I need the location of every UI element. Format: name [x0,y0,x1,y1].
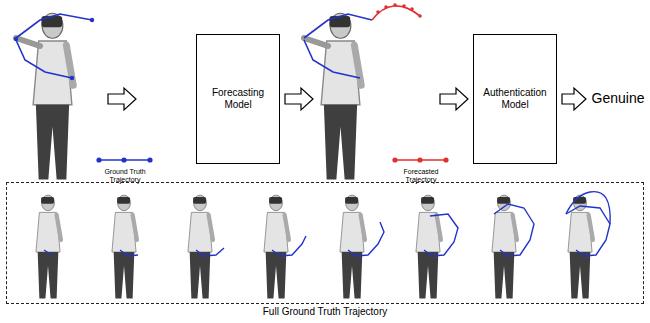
model-box: Authentication Model [473,34,557,164]
trajectory-steps [44,192,610,256]
arm [16,38,40,46]
person-figure [33,13,73,179]
trajectory-label: Forecasted Trajectory [388,168,454,184]
person-figure [321,13,361,179]
ground-truth-trajectory [16,14,92,78]
dashed-frame: Full Ground Truth Trajectory [6,182,644,304]
trajectory-label: Ground Truth Trajectory [92,168,158,184]
box-label: Forecasting Model [201,87,275,112]
forecast-dots [392,157,448,162]
pose-sequence [36,195,593,298]
trajectory-dots [14,18,94,80]
caption: Full Ground Truth Trajectory [7,306,643,317]
result-label: Genuine [588,90,648,106]
arm [304,38,328,46]
trajectory-dots [96,157,152,162]
model-box: Forecasting Model [196,34,280,164]
forecast-dots [376,3,422,18]
box-label: Authentication Model [478,87,552,112]
forecasted-arc [372,6,420,20]
ground-truth-trajectory [304,14,372,78]
